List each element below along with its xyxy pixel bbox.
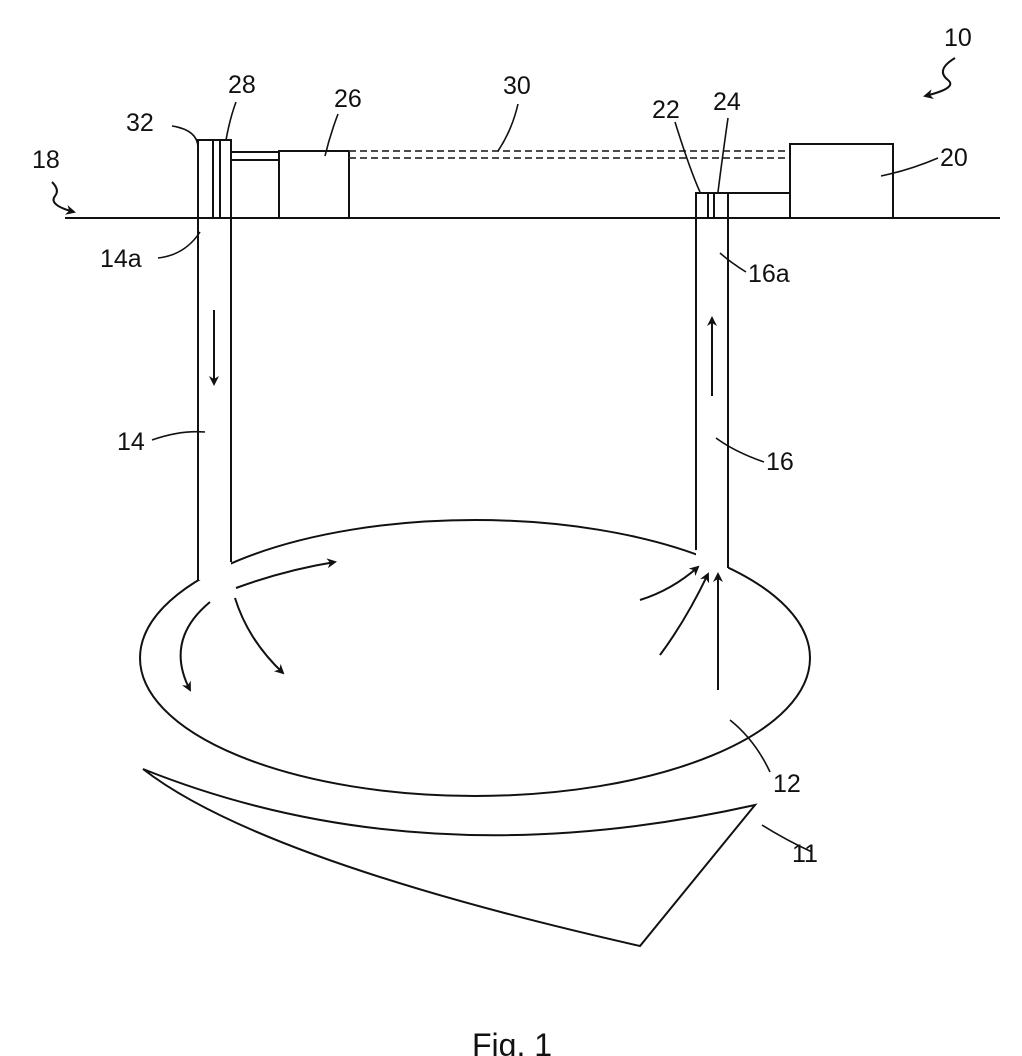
label-16: 16 <box>766 448 794 476</box>
leader-14a <box>158 232 200 258</box>
reservoir-flow-arrow-2 <box>235 598 283 673</box>
label-24: 24 <box>713 88 741 116</box>
label-11: 11 <box>792 840 818 868</box>
label-28: 28 <box>228 71 256 99</box>
unit-26 <box>279 151 349 218</box>
label-22: 22 <box>652 96 680 124</box>
reservoir-flow-arrow-3 <box>181 602 210 690</box>
figure-caption: Fig. 1 <box>472 1027 552 1056</box>
unit-20 <box>790 144 893 218</box>
leader-26 <box>325 114 338 156</box>
reservoir-flow-arrow-5 <box>660 574 708 655</box>
label-26: 26 <box>334 85 362 113</box>
label-10: 10 <box>944 24 972 52</box>
leader-28 <box>226 102 236 140</box>
ref-arrow-10 <box>925 58 955 96</box>
ref-arrow-18 <box>52 182 74 212</box>
label-18: 18 <box>32 146 60 174</box>
label-32: 32 <box>126 109 154 137</box>
leader-22 <box>675 122 700 192</box>
leader-30 <box>498 104 518 151</box>
leader-24 <box>718 118 728 192</box>
label-16a: 16a <box>748 260 790 288</box>
label-30: 30 <box>503 72 531 100</box>
label-14: 14 <box>117 428 145 456</box>
wellhead-22 <box>696 193 728 218</box>
label-14a: 14a <box>100 245 142 273</box>
label-12: 12 <box>773 770 801 798</box>
leader-32 <box>172 126 198 148</box>
connector-block <box>231 160 279 218</box>
label-20: 20 <box>940 144 968 172</box>
reservoir-flow-arrow-4 <box>640 567 698 600</box>
wellhead-32 <box>198 140 231 218</box>
reservoir-flow-arrow-1 <box>236 562 335 588</box>
